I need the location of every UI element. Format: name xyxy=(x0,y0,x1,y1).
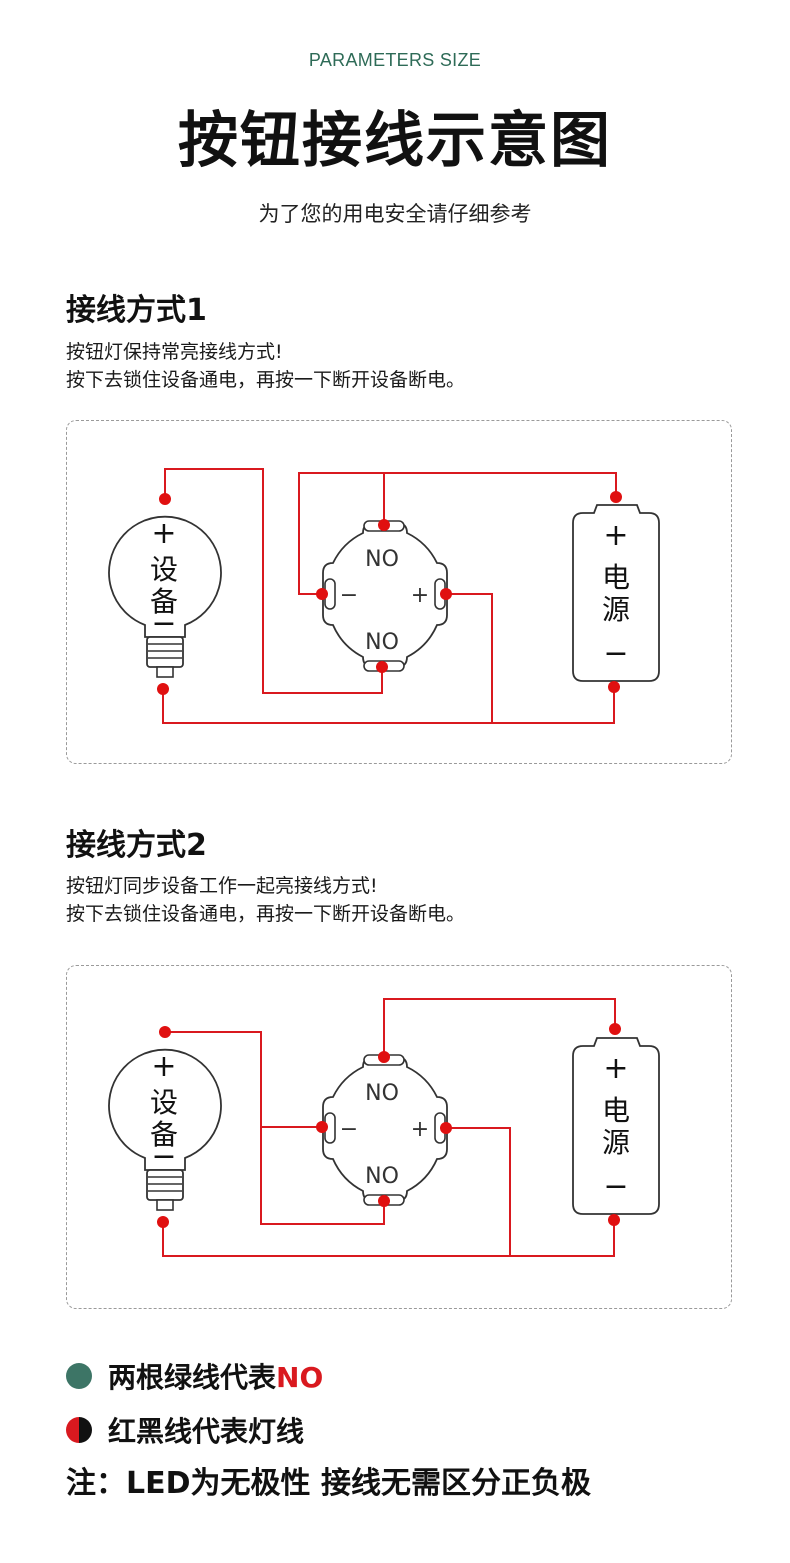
legend-red-black-wires: 红黑线代表灯线 xyxy=(66,1410,304,1450)
junction-power-plus xyxy=(610,491,622,503)
wiring-diagram-1: + 设 备 − NO NO − + + 电 源 − xyxy=(66,420,732,764)
switch-minus-label: − xyxy=(340,1117,358,1142)
legend-green-label: 两根绿线代表 xyxy=(108,1361,277,1394)
bulb-base xyxy=(146,1169,184,1201)
wire-switch-plus-to-return xyxy=(446,593,493,723)
bulb-name-2: 备 xyxy=(150,1118,178,1151)
power-source: + 电 源 − xyxy=(572,504,660,682)
junction-switch-plus xyxy=(440,588,452,600)
diagram-2-wires xyxy=(162,998,616,1257)
junction-power-minus xyxy=(608,681,620,693)
diagram-1-wires xyxy=(162,468,617,724)
wire-bulb-minus-to-power-minus xyxy=(162,687,615,724)
junction-power-minus xyxy=(608,1214,620,1226)
bulb-plus-label: + xyxy=(151,516,176,551)
junction-switch-minus xyxy=(316,1121,328,1133)
page-subtitle: 为了您的用电安全请仔细参考 xyxy=(258,202,532,226)
section-1-desc: 按钮灯保持常亮接线方式! 按下去锁住设备通电，再按一下断开设备断电。 xyxy=(66,338,465,394)
section-1-desc-line-1: 按钮灯保持常亮接线方式! xyxy=(66,341,283,363)
switch-plus-label: + xyxy=(411,1117,429,1142)
bulb-globe xyxy=(108,1048,222,1171)
wiring-diagram-2-svg: + 设 备 − NO NO − + + 电 源 − xyxy=(108,998,660,1257)
bulb-minus-label: − xyxy=(151,606,176,641)
bulb-name-1: 设 xyxy=(150,553,178,586)
power-minus-label: − xyxy=(603,1169,628,1204)
wire-bulb-plus-to-no-bottom xyxy=(164,468,383,694)
legend-green-wires: 两根绿线代表NO xyxy=(66,1356,323,1396)
bulb-plus-label: + xyxy=(151,1049,176,1084)
legend-green-text: 两根绿线代表NO xyxy=(108,1356,323,1396)
switch-no-top-label: NO xyxy=(365,547,399,572)
power-name-2: 源 xyxy=(602,1126,630,1159)
diagram-1-junctions xyxy=(157,491,622,695)
power-name-1: 电 xyxy=(602,1094,630,1127)
wire-bulb-plus-to-no-bottom xyxy=(165,1031,385,1225)
junction-bulb-plus xyxy=(159,493,171,505)
section-2-desc-line-2: 按下去锁住设备通电，再按一下断开设备断电。 xyxy=(66,903,466,925)
junction-power-plus xyxy=(609,1023,621,1035)
power-plus-label: + xyxy=(603,518,628,553)
red-black-dot-icon xyxy=(66,1417,92,1443)
wire-bulb-minus-to-power-minus xyxy=(162,1220,615,1257)
junction-no-bottom xyxy=(378,1195,390,1207)
power-minus-label: − xyxy=(603,636,628,671)
switch-no-bottom-label: NO xyxy=(365,630,399,655)
page-title: 按钮接线示意图 xyxy=(178,106,612,176)
bulb-base xyxy=(146,636,184,668)
legend-red-black-label: 红黑线代表灯线 xyxy=(108,1415,305,1448)
power-plus-label: + xyxy=(603,1051,628,1086)
wiring-diagram-2: + 设 备 − NO NO − + + 电 源 − xyxy=(66,965,732,1309)
junction-no-top xyxy=(378,519,390,531)
section-1-desc-line-2: 按下去锁住设备通电，再按一下断开设备断电。 xyxy=(66,369,466,391)
bulb-globe xyxy=(108,515,222,638)
eyebrow-label: PARAMETERS SIZE xyxy=(308,50,482,70)
push-switch: NO NO − + xyxy=(322,1054,448,1206)
push-switch: NO NO − + xyxy=(322,520,448,672)
device-bulb: + 设 备 − xyxy=(108,1048,222,1211)
bulb-minus-label: − xyxy=(151,1139,176,1174)
junction-bulb-minus xyxy=(157,683,169,695)
junction-bulb-plus xyxy=(159,1026,171,1038)
section-2-desc: 按钮灯同步设备工作一起亮接线方式! 按下去锁住设备通电，再按一下断开设备断电。 xyxy=(66,872,465,928)
switch-body xyxy=(322,1056,448,1202)
section-2-desc-line-1: 按钮灯同步设备工作一起亮接线方式! xyxy=(66,875,378,897)
section-2-title: 接线方式2 xyxy=(66,828,207,863)
legend-green-highlight: NO xyxy=(276,1361,324,1394)
power-battery-outline xyxy=(572,1037,660,1215)
switch-minus-label: − xyxy=(340,583,358,608)
power-name-1: 电 xyxy=(602,561,630,594)
wiring-diagram-1-svg: + 设 备 − NO NO − + + 电 源 − xyxy=(108,468,660,724)
junction-bulb-minus xyxy=(157,1216,169,1228)
power-source: + 电 源 − xyxy=(572,1037,660,1215)
junction-no-bottom xyxy=(376,661,388,673)
switch-body xyxy=(322,522,448,668)
device-bulb: + 设 备 − xyxy=(108,515,222,678)
switch-plus-label: + xyxy=(411,583,429,608)
junction-no-top xyxy=(378,1051,390,1063)
power-name-2: 源 xyxy=(602,593,630,626)
junction-switch-minus xyxy=(316,588,328,600)
power-battery-outline xyxy=(572,504,660,682)
bulb-name-2: 备 xyxy=(150,585,178,618)
switch-no-top-label: NO xyxy=(365,1081,399,1106)
section-1-title: 接线方式1 xyxy=(66,293,207,328)
switch-no-bottom-label: NO xyxy=(365,1164,399,1189)
wire-minus-to-power-plus xyxy=(298,472,617,595)
polarity-note: 注：LED为无极性 接线无需区分正负极 xyxy=(66,1466,591,1501)
junction-switch-plus xyxy=(440,1122,452,1134)
green-dot-icon xyxy=(66,1363,92,1389)
wire-switch-plus-to-return xyxy=(446,1127,511,1256)
diagram-2-junctions xyxy=(157,1023,621,1228)
bulb-name-1: 设 xyxy=(150,1086,178,1119)
wire-no-top-to-power-plus xyxy=(383,998,616,1056)
